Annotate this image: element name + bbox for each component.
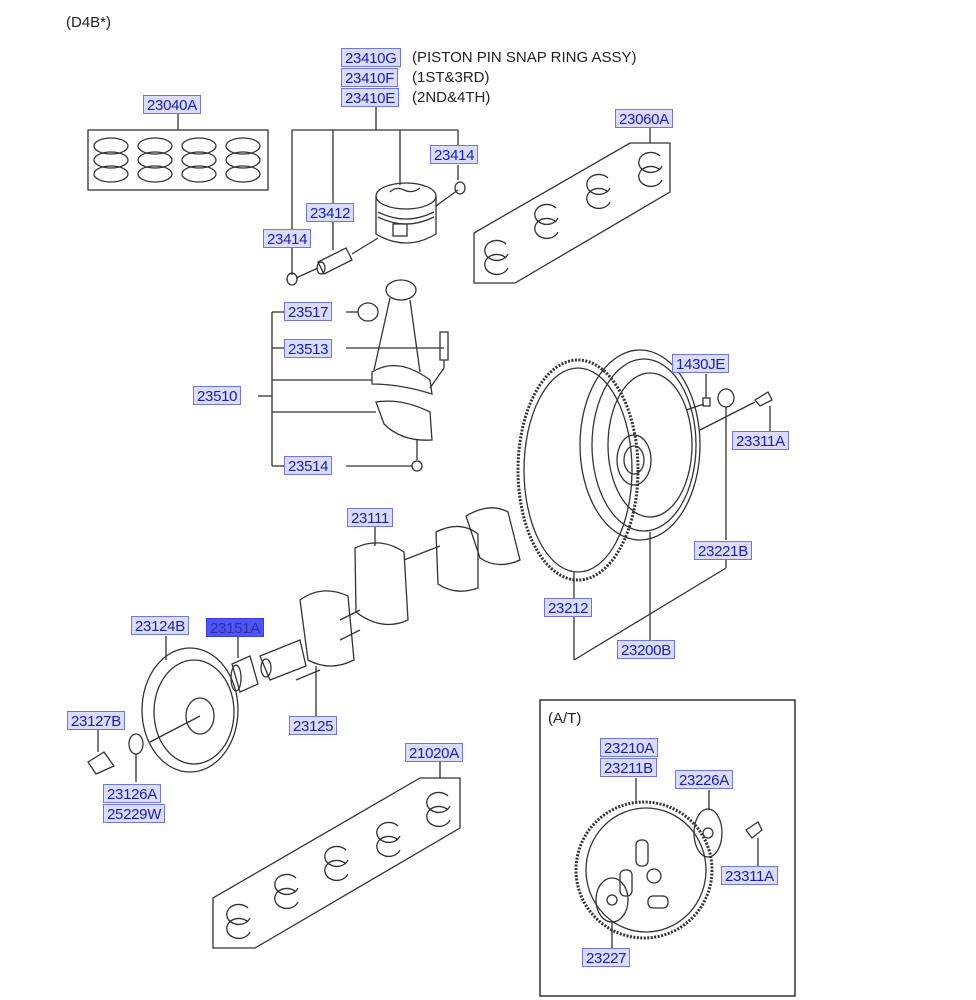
part-label-23517[interactable]: 23517	[284, 302, 333, 321]
piston-illustration	[286, 181, 466, 286]
piston-rings-illustration	[87, 114, 269, 191]
part-label-23410G[interactable]: 23410G	[341, 48, 401, 67]
part-label-23412[interactable]: 23412	[306, 203, 355, 222]
part-label-23127B[interactable]: 23127B	[67, 711, 125, 730]
part-label-23227[interactable]: 23227	[582, 948, 631, 967]
bearing-shell	[484, 239, 509, 276]
piston-ring-set	[225, 137, 261, 183]
part-label-23311A-at[interactable]: 23311A	[721, 866, 778, 885]
main-bearings-illustration	[212, 762, 461, 949]
note-23410G: (PISTON PIN SNAP RING ASSY)	[412, 49, 637, 66]
part-label-23513[interactable]: 23513	[284, 339, 333, 358]
part-label-23212[interactable]: 23212	[544, 598, 593, 617]
inset-title: (A/T)	[548, 710, 582, 727]
part-label-23211B[interactable]: 23211B	[600, 758, 657, 777]
part-label-23410F[interactable]: 23410F	[341, 68, 399, 87]
bearing-shell	[376, 821, 401, 858]
part-label-23200B[interactable]: 23200B	[617, 640, 675, 659]
part-label-23414-left[interactable]: 23414	[263, 229, 312, 248]
part-label-23226A[interactable]: 23226A	[675, 770, 733, 789]
note-23410F: (1ST&3RD)	[412, 69, 490, 86]
piston-ring-set	[93, 137, 129, 183]
bearing-shell	[638, 151, 663, 188]
pulley-illustration	[87, 636, 259, 782]
bearing-shell	[226, 903, 251, 940]
bearing-shell	[426, 791, 451, 828]
crankshaft-illustration	[259, 507, 521, 716]
part-label-21020A[interactable]: 21020A	[405, 743, 463, 762]
part-label-23514[interactable]: 23514	[284, 456, 333, 475]
part-label-23414-right[interactable]: 23414	[430, 145, 479, 164]
part-label-23124B[interactable]: 23124B	[131, 616, 189, 635]
part-label-23151A-selected[interactable]: 23151A	[206, 618, 264, 637]
conrod-bearings-illustration	[473, 128, 671, 284]
part-label-1430JE[interactable]: 1430JE	[672, 354, 730, 373]
part-label-25229W[interactable]: 25229W	[103, 804, 166, 823]
part-label-23410E[interactable]: 23410E	[341, 88, 399, 107]
piston-leader-lines	[291, 106, 459, 275]
part-label-23040A[interactable]: 23040A	[143, 95, 201, 114]
piston-ring-set	[181, 137, 217, 183]
flywheel-illustration	[516, 349, 773, 661]
part-label-23510[interactable]: 23510	[193, 386, 242, 405]
part-label-23221B[interactable]: 23221B	[694, 541, 752, 560]
part-label-23111[interactable]: 23111	[347, 508, 393, 527]
bearing-shell	[274, 873, 299, 910]
connecting-rod-illustration	[258, 279, 449, 472]
part-label-23125[interactable]: 23125	[289, 716, 338, 735]
part-label-23311A-mt[interactable]: 23311A	[732, 431, 789, 450]
engine-code-label: (D4B*)	[66, 14, 112, 31]
note-23410E: (2ND&4TH)	[412, 89, 491, 106]
part-label-23060A[interactable]: 23060A	[615, 109, 673, 128]
part-label-23126A[interactable]: 23126A	[103, 784, 161, 803]
piston-ring-set	[137, 137, 173, 183]
bearing-shell	[534, 203, 559, 240]
at-inset	[539, 699, 796, 997]
bearing-shell	[586, 173, 611, 210]
part-label-23210A[interactable]: 23210A	[600, 738, 658, 757]
bearing-shell	[324, 845, 349, 882]
